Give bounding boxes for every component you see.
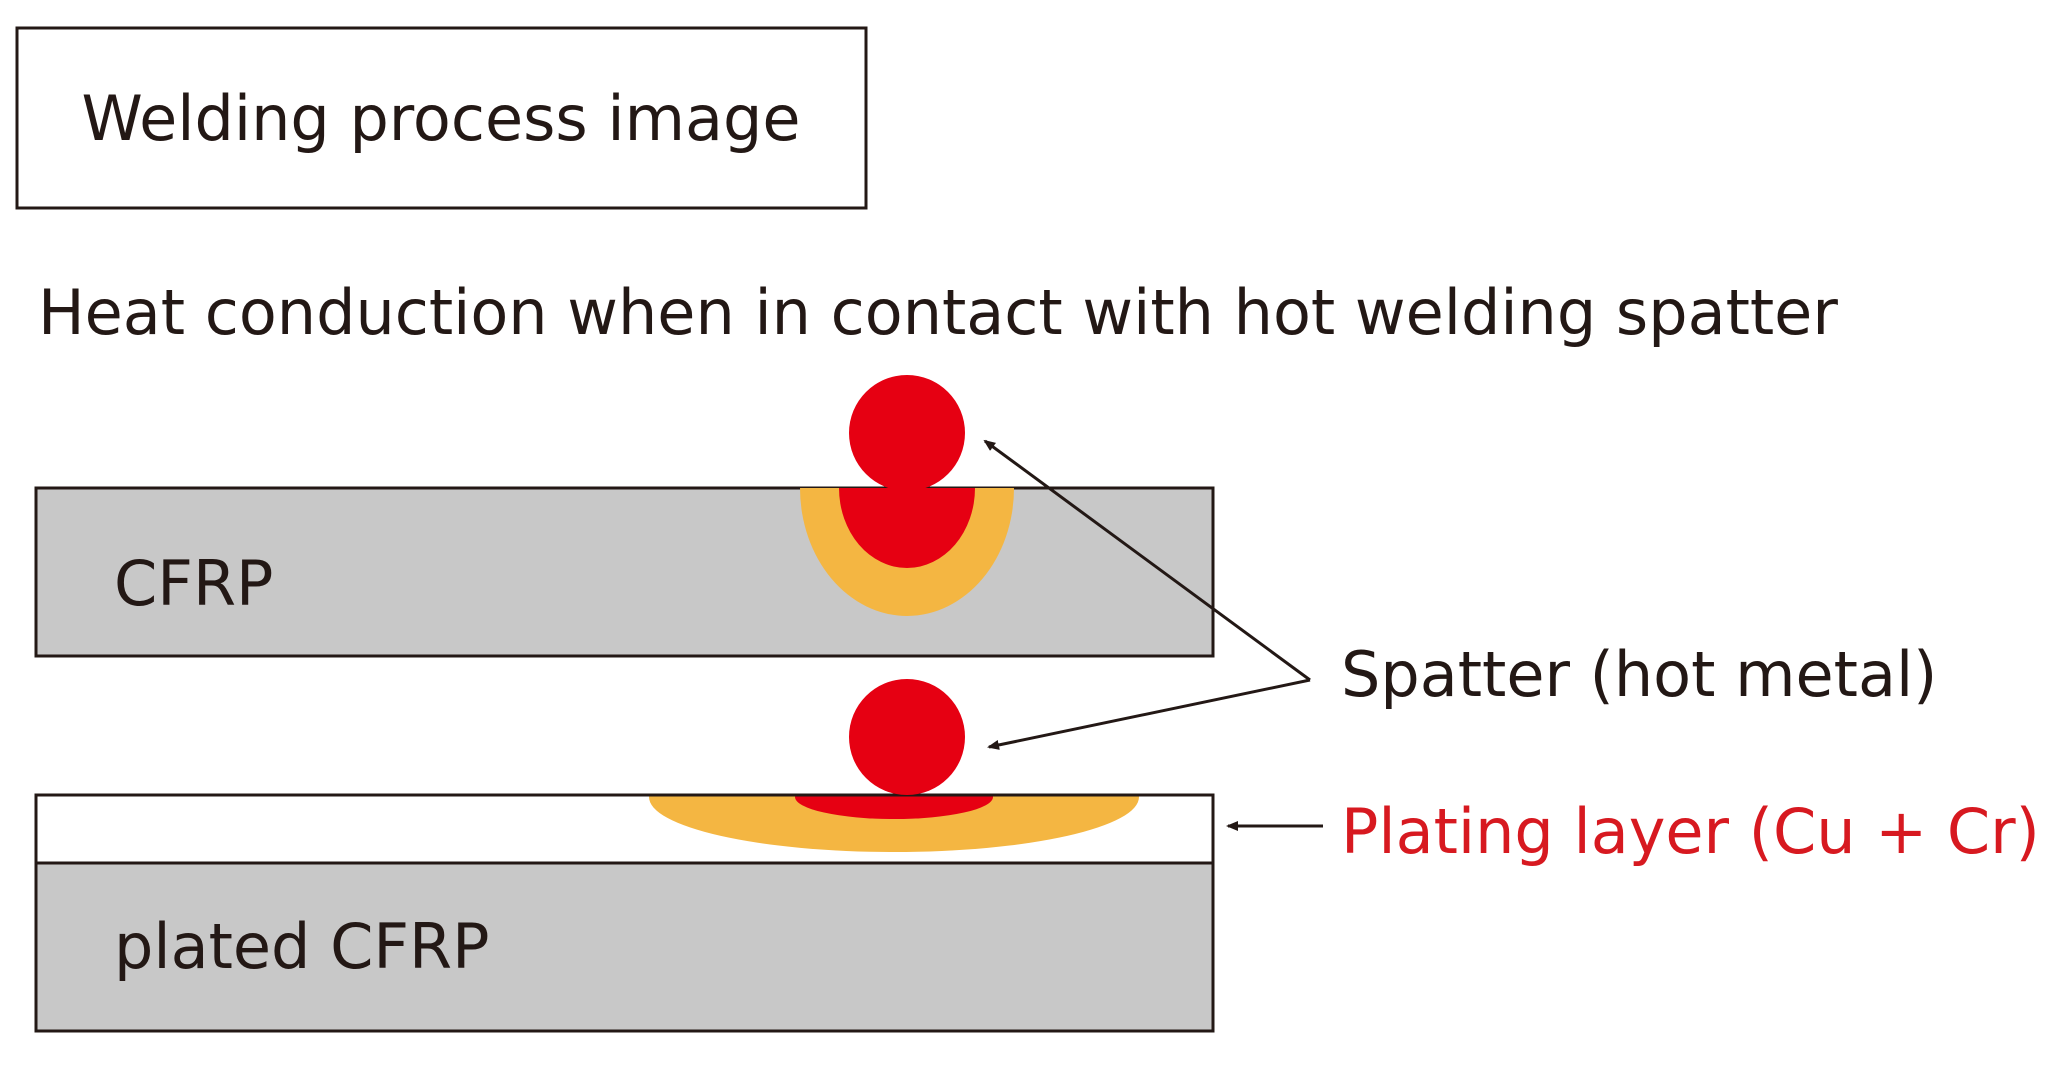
cfrp-heat-zone-group xyxy=(800,488,1014,616)
spatter-arrow-bottom xyxy=(987,678,1311,750)
subtitle-text: Heat conduction when in contact with hot… xyxy=(38,276,1838,349)
plated-cfrp-label: plated CFRP xyxy=(114,910,490,983)
plating-heat-zone-group xyxy=(649,795,1139,852)
cfrp-label: CFRP xyxy=(114,547,273,620)
plating-heat-zone xyxy=(649,795,1139,852)
spatter-droplet-top xyxy=(849,375,965,491)
spatter-arrow-top xyxy=(983,439,1311,682)
cfrp-layer xyxy=(34,486,1215,658)
spatter-label: Spatter (hot metal) xyxy=(1341,638,1937,711)
plated-cfrp-layer xyxy=(34,861,1215,1033)
spatter-droplet-bottom xyxy=(849,679,965,795)
cfrp-melt-zone xyxy=(839,488,975,568)
plating-melt-zone xyxy=(795,795,993,819)
title-box xyxy=(15,26,868,210)
plating-label: Plating layer (Cu + Cr) xyxy=(1341,795,2040,868)
title-text: Welding process image xyxy=(81,82,800,155)
